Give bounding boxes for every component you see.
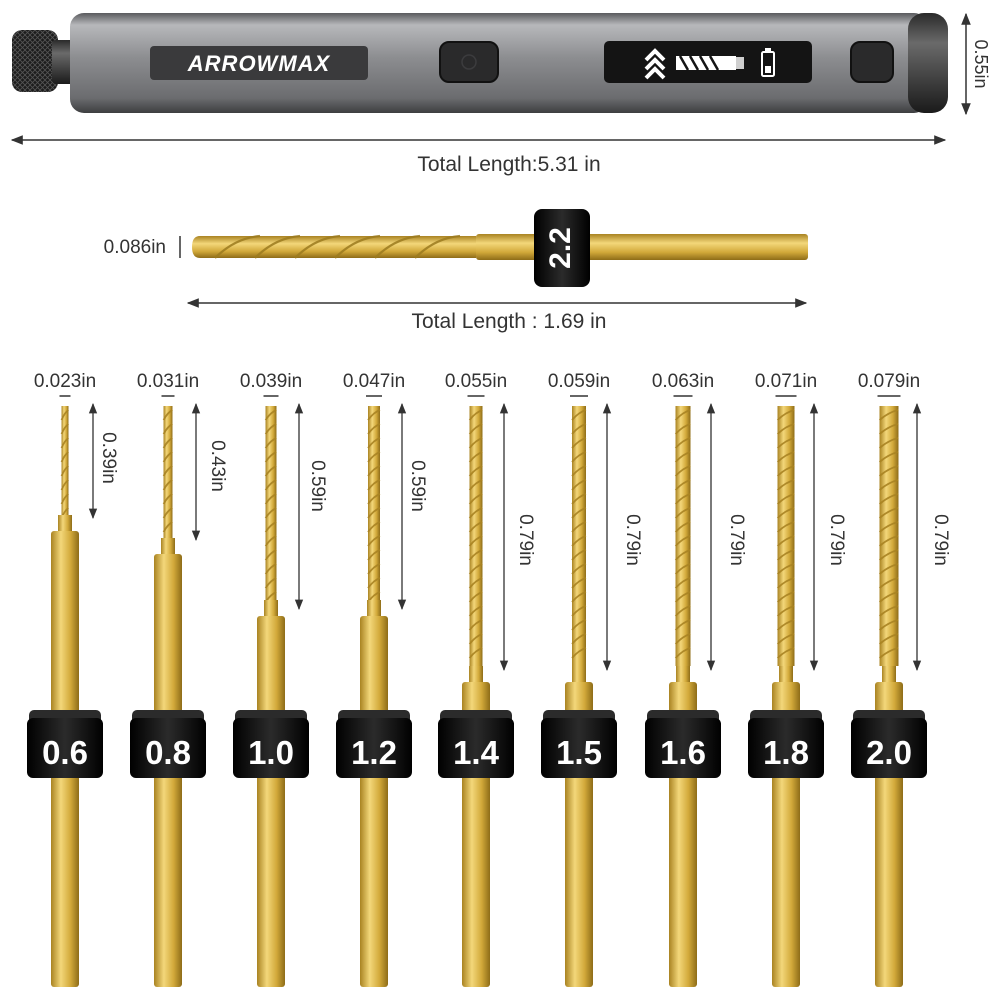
drill-bit-1.4: 0.055in 1.4 0.79in xyxy=(438,371,536,987)
bit-flute-length-label: 0.39in xyxy=(98,432,119,484)
bit-flute-length-label: 0.79in xyxy=(826,514,847,566)
pen-length-dimension: Total Length:5.31 in xyxy=(10,135,947,176)
power-button[interactable] xyxy=(439,41,499,83)
large-drill-bit: 0.086in 2.2 xyxy=(104,209,808,287)
large-bit-length-dimension: Total Length : 1.69 in xyxy=(186,298,808,333)
chevron-up-icon xyxy=(644,48,666,80)
bit-diameter-label: 0.071in xyxy=(755,371,817,392)
bit-neck xyxy=(161,538,175,558)
bit-diameter-label: 0.055in xyxy=(445,371,507,392)
bit-size-label: 1.5 xyxy=(556,734,602,771)
bit-collar xyxy=(541,718,617,778)
large-bit-shank xyxy=(476,234,808,260)
drill-bit-1.2: 0.047in 1.2 0.59in xyxy=(336,371,428,987)
bit-flute-grooves xyxy=(468,409,483,659)
bit-neck xyxy=(572,666,586,686)
bit-flute xyxy=(675,406,691,666)
large-bit-flute xyxy=(192,236,476,258)
bit-diameter-label: 0.023in xyxy=(34,371,96,392)
bit-flute-length-label: 0.79in xyxy=(622,514,643,566)
bit-collar xyxy=(748,718,824,778)
bit-flute-length-label: 0.59in xyxy=(307,460,328,512)
drill-bit-set: 0.023in 0.6 0.39in 0.031in 0.8 0.43in 0.039in 1… xyxy=(27,371,951,987)
bit-neck xyxy=(367,600,381,620)
drill-bit-2.0: 0.079in 2.0 0.79in xyxy=(851,371,951,987)
pen-drill: ARROWMAX xyxy=(12,13,948,113)
drill-bit-1.5: 0.059in 1.5 0.79in xyxy=(541,371,643,987)
bit-collar xyxy=(233,718,309,778)
bit-diameter-label: 0.039in xyxy=(240,371,302,392)
bit-flute-length-label: 0.59in xyxy=(407,460,428,512)
bit-neck xyxy=(676,666,690,686)
brand-plate xyxy=(150,46,368,80)
pen-total-length-label: Total Length:5.31 in xyxy=(417,153,600,176)
bit-collar xyxy=(645,718,721,778)
bit-flute-grooves xyxy=(60,409,69,519)
bit-flute xyxy=(572,406,586,666)
pen-knurled-cap xyxy=(12,30,58,92)
bit-size-label: 1.2 xyxy=(351,734,397,771)
large-bit-size-label: 2.2 xyxy=(544,227,577,269)
bit-flute-grooves xyxy=(571,409,587,659)
bit-size-label: 1.8 xyxy=(763,734,809,771)
pen-height-dimension: 0.55in xyxy=(961,12,991,116)
drill-bit-1.0: 0.039in 1.0 0.59in xyxy=(233,371,328,987)
bit-diameter-label: 0.059in xyxy=(548,371,610,392)
bit-neck xyxy=(58,515,72,535)
bit-flute xyxy=(879,406,899,666)
bit-flute-grooves xyxy=(264,409,277,603)
large-bit-total-length-label: Total Length : 1.69 in xyxy=(412,310,607,333)
bit-diameter-label: 0.063in xyxy=(652,371,714,392)
drill-bit-1.8: 0.071in 1.8 0.79in xyxy=(748,371,847,987)
large-bit-collar xyxy=(534,209,590,287)
bit-neck xyxy=(264,600,278,620)
bit-neck xyxy=(779,666,793,686)
drill-bit-0.6: 0.023in 0.6 0.39in xyxy=(27,371,119,987)
drill-bit-0.8: 0.031in 0.8 0.43in xyxy=(130,371,228,987)
bit-flute-length-label: 0.79in xyxy=(726,514,747,566)
bit-collar xyxy=(336,718,412,778)
pen-end-cap xyxy=(908,13,948,113)
bit-shank xyxy=(360,616,388,987)
bit-collar xyxy=(851,718,927,778)
bit-collar xyxy=(27,718,103,778)
bit-size-label: 0.8 xyxy=(145,734,191,771)
bit-size-label: 1.4 xyxy=(453,734,500,771)
bit-flute xyxy=(777,406,795,666)
bit-collar xyxy=(438,718,514,778)
drill-bit-icon xyxy=(676,55,744,71)
bit-flute-grooves xyxy=(162,409,173,533)
bit-flute xyxy=(469,406,483,666)
large-bit-flute-grooves xyxy=(214,234,461,259)
bit-flute-length-label: 0.43in xyxy=(207,440,228,492)
brand-logo-text: ARROWMAX xyxy=(187,51,331,76)
bit-diameter-label: 0.079in xyxy=(858,371,920,392)
bit-flute-grooves xyxy=(776,409,795,659)
drill-bit-1.6: 0.063in 1.6 0.79in xyxy=(645,371,747,987)
bit-size-label: 2.0 xyxy=(866,734,912,771)
bit-shank xyxy=(257,616,285,987)
mode-button[interactable] xyxy=(850,41,894,83)
bit-collar xyxy=(130,718,206,778)
pen-height-label: 0.55in xyxy=(971,39,991,88)
bit-flute-grooves xyxy=(878,409,899,659)
bit-neck xyxy=(882,666,896,686)
bit-size-label: 1.6 xyxy=(660,734,706,771)
bit-diameter-label: 0.047in xyxy=(343,371,405,392)
bit-flute-grooves xyxy=(367,409,381,603)
bit-neck xyxy=(469,666,483,686)
bit-size-label: 1.0 xyxy=(248,734,294,771)
battery-icon xyxy=(761,48,775,77)
bit-flute-grooves xyxy=(674,409,691,659)
large-bit-diameter-label: 0.086in xyxy=(104,237,166,258)
bit-diameter-label: 0.031in xyxy=(137,371,199,392)
bit-flute-length-label: 0.79in xyxy=(930,514,951,566)
power-icon xyxy=(461,54,477,70)
bit-flute-length-label: 0.79in xyxy=(515,514,536,566)
bit-size-label: 0.6 xyxy=(42,734,88,771)
